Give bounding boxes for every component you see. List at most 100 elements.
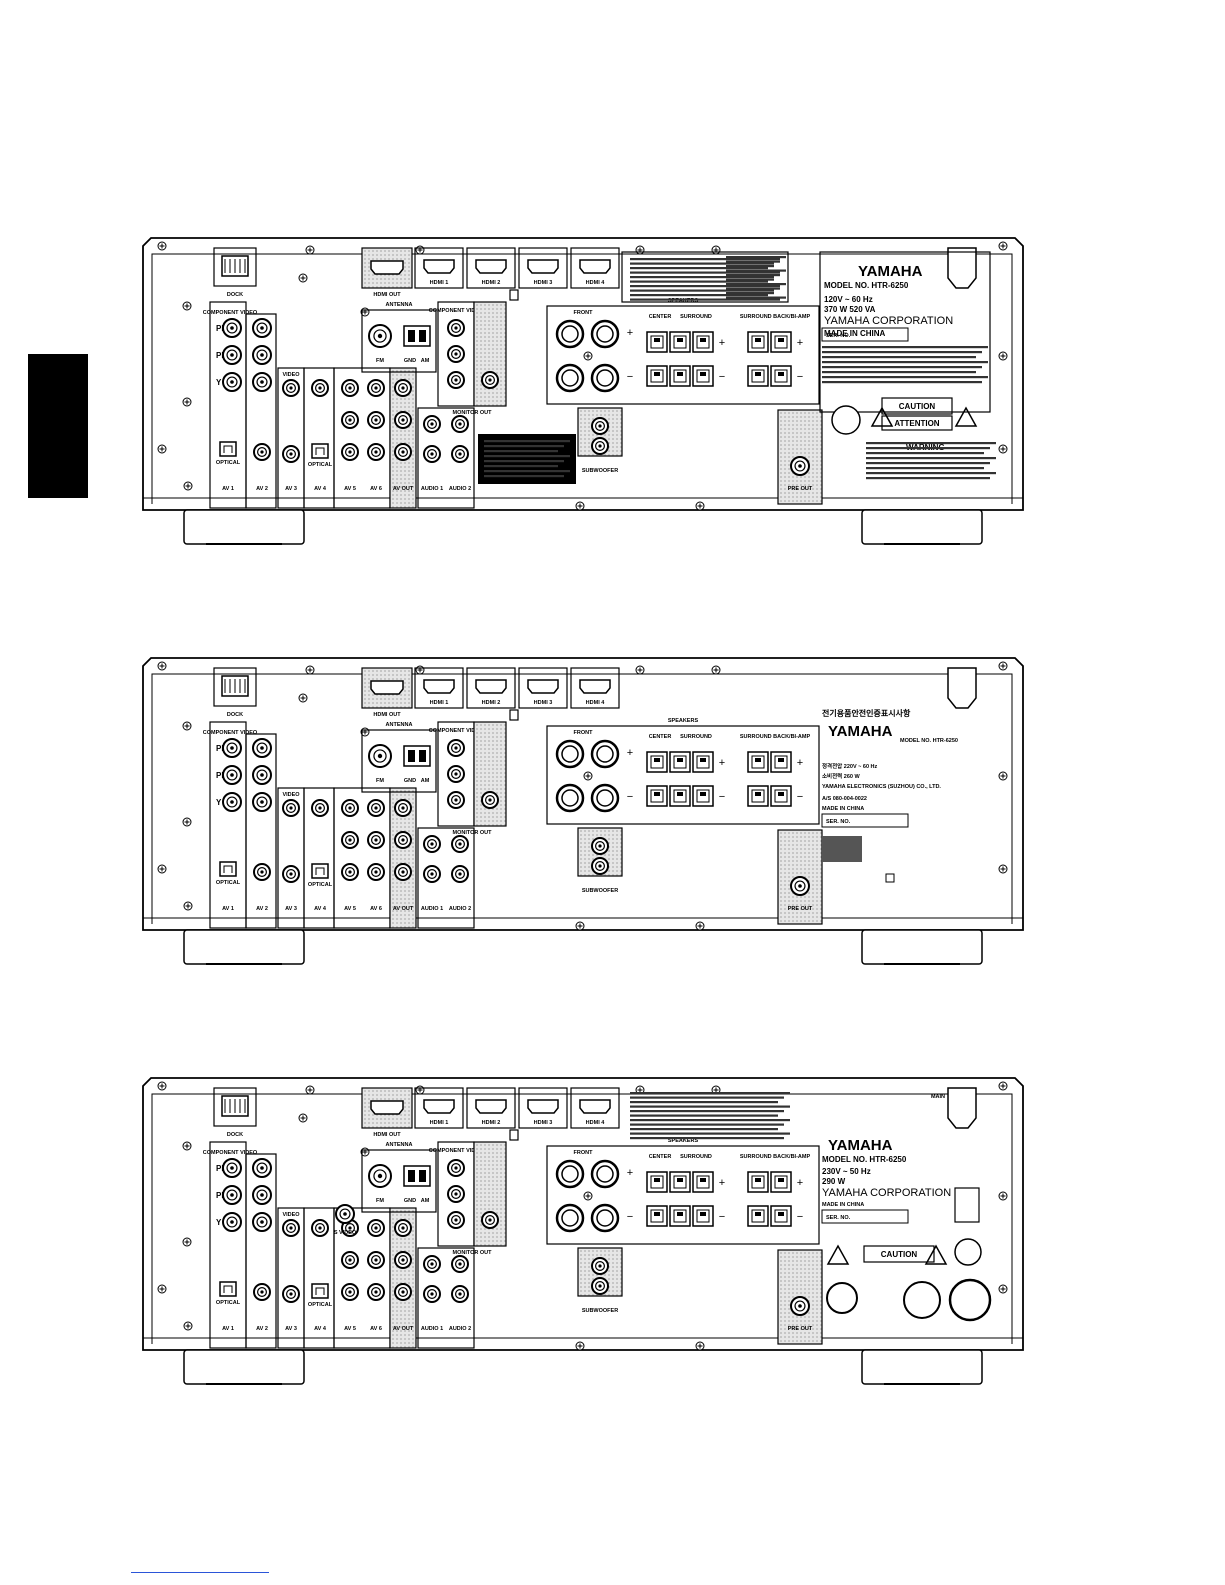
hdmi3-port-label: HDMI 3 xyxy=(534,280,553,286)
made-in: MADE IN CHINA xyxy=(822,1202,864,1208)
warning-text xyxy=(866,457,996,460)
rca-jack-ring xyxy=(455,419,466,430)
rca-jack-pin xyxy=(401,1226,405,1230)
minus-sign: − xyxy=(627,1211,633,1223)
binding-post-ring xyxy=(561,745,579,763)
rca-jack-ring xyxy=(345,803,356,814)
hdmi-port-icon xyxy=(475,1099,507,1114)
rca-jack-pin xyxy=(230,800,234,804)
rca-jack-ring xyxy=(256,1216,268,1228)
rca-jack-ring xyxy=(315,1223,326,1234)
monitor-out-label: MONITOR OUT xyxy=(452,1250,492,1256)
caution-note-text xyxy=(726,274,780,277)
audio-jack-block xyxy=(245,1153,277,1349)
screw-slot xyxy=(1000,866,1006,872)
audio2-label: AUDIO 2 xyxy=(449,906,471,912)
av5-label: AV 5 xyxy=(344,1326,356,1332)
screw-slot xyxy=(184,1143,190,1149)
hdmi1-port-label: HDMI 1 xyxy=(430,700,449,706)
screw-slot xyxy=(184,819,190,825)
rca-jack-ring xyxy=(427,869,438,880)
barcode xyxy=(822,836,862,862)
cable-clamp xyxy=(509,1129,519,1141)
antenna-label: ANTENNA xyxy=(386,722,413,728)
power-rating: 230V ~ 50 Hz xyxy=(822,1167,871,1176)
notice-label-lines xyxy=(484,465,558,468)
made-in: MADE IN CHINA xyxy=(824,329,886,338)
antenna-block xyxy=(361,729,437,793)
av5-label: AV 5 xyxy=(344,486,356,492)
maker-name: YAMAHA ELECTRONICS (SUZHOU) CO., LTD. xyxy=(822,784,941,790)
binding-post-ring xyxy=(596,1165,614,1183)
hdmi3-port xyxy=(518,1087,568,1129)
rca-jack-ring xyxy=(427,449,438,460)
hdmi-port-icon xyxy=(370,260,404,275)
speaker-terminal-hole xyxy=(654,1212,660,1216)
impedance-note-box xyxy=(621,251,789,303)
footer-link-line xyxy=(131,1572,269,1573)
rca-jack-pin xyxy=(348,418,352,422)
av6-label: AV 6 xyxy=(370,486,382,492)
screw-slot xyxy=(585,1193,591,1199)
surround-label: SURROUND xyxy=(680,1154,712,1160)
rca-jack-ring xyxy=(256,1189,268,1201)
rca-jack-pin xyxy=(289,872,293,876)
surround-label: SURROUND xyxy=(680,314,712,320)
model-number: MODEL NO. HTR-6250 xyxy=(900,738,958,744)
rca-jack-ring xyxy=(451,768,462,779)
rca-jack-pin xyxy=(401,806,405,810)
binding-post xyxy=(590,319,620,349)
binding-post xyxy=(555,1203,585,1233)
foot xyxy=(183,509,305,545)
section-tab xyxy=(28,354,88,498)
av2-label: AV 2 xyxy=(256,486,268,492)
impedance-note-text xyxy=(630,258,780,261)
optical-port-icon xyxy=(219,861,237,877)
rca-jack-ring xyxy=(485,375,496,386)
am-terminal-clip xyxy=(408,330,415,342)
impedance-note-text xyxy=(630,280,768,283)
rca-jack-ring xyxy=(485,795,496,806)
monitor-out-label: MONITOR OUT xyxy=(452,410,492,416)
rca-jack-ring xyxy=(256,769,268,781)
rca-jack-pin xyxy=(401,450,405,454)
rca-jack-pin xyxy=(598,844,602,848)
attention-label xyxy=(881,415,953,431)
binding-post xyxy=(555,783,585,813)
rca-jack-pin xyxy=(598,864,602,868)
antenna-block xyxy=(361,309,437,373)
hdmi2-port xyxy=(466,247,516,289)
binding-post xyxy=(590,363,620,393)
component-label: Y xyxy=(216,378,222,387)
corner-bracket xyxy=(947,247,977,289)
rca-jack-ring xyxy=(594,1281,605,1292)
lightning-warning-icon xyxy=(870,406,894,427)
hdmi4-port-label: HDMI 4 xyxy=(586,1120,606,1126)
rca-jack-pin xyxy=(374,1290,378,1294)
hdmi-port-icon xyxy=(579,1099,611,1114)
caution-text: CAUTION xyxy=(881,1250,918,1259)
power-consumption: 290 W xyxy=(822,1177,846,1186)
component-label: PB xyxy=(216,1164,227,1173)
video-label: VIDEO xyxy=(282,792,300,798)
optical-port-shape xyxy=(315,447,325,455)
license-text xyxy=(630,1110,784,1113)
hdmi2-port-label: HDMI 2 xyxy=(482,700,501,706)
rca-jack-pin xyxy=(260,800,264,804)
rca-jack-pin xyxy=(260,746,264,750)
rca-jack-ring xyxy=(455,839,466,850)
rca-jack-ring xyxy=(257,1287,268,1298)
hdmi3-port-label: HDMI 3 xyxy=(534,700,553,706)
audio-in-block xyxy=(417,827,475,929)
caution-note-text xyxy=(726,296,786,299)
speaker-terminal-hole xyxy=(654,792,660,796)
rca-jack-ring xyxy=(286,1289,297,1300)
binding-post xyxy=(555,363,585,393)
binding-post xyxy=(590,783,620,813)
rca-jack-pin xyxy=(458,1262,462,1266)
speaker-terminal-hole xyxy=(677,1212,683,1216)
rca-jack-ring xyxy=(794,880,806,892)
rca-jack-ring xyxy=(594,841,605,852)
speaker-terminal-hole xyxy=(778,1212,784,1216)
screw-slot xyxy=(1000,243,1006,249)
